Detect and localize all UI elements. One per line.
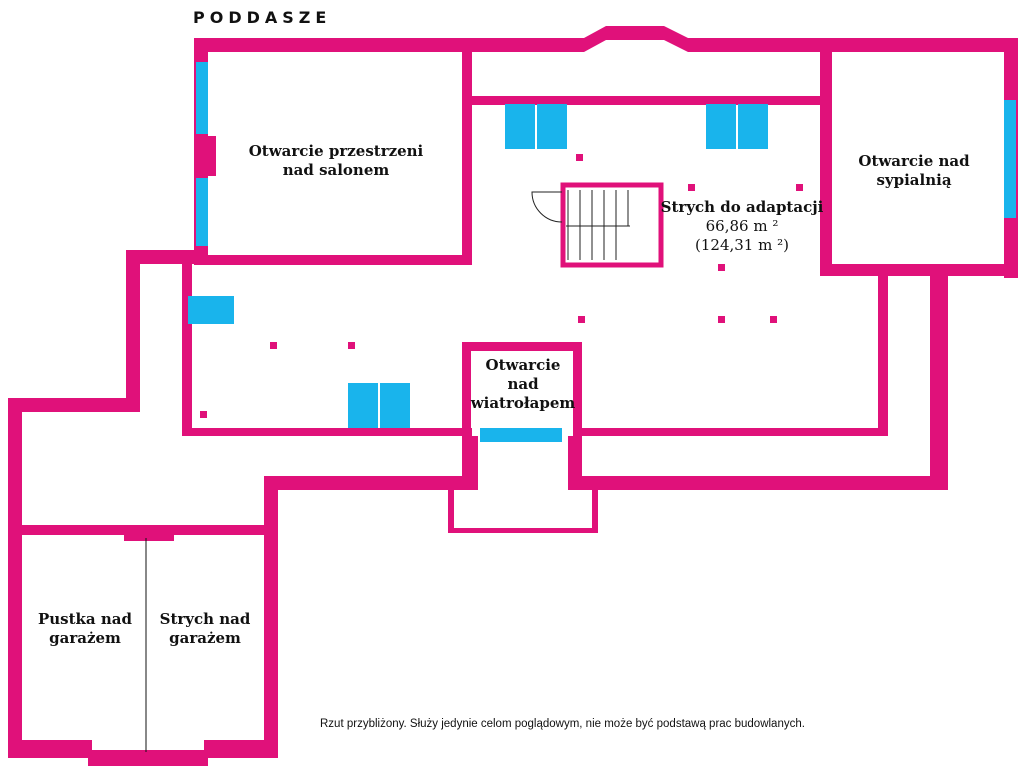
skylight-2b — [738, 104, 768, 149]
wall-attic-bottom-right — [582, 428, 888, 436]
window-west-lower — [196, 178, 208, 246]
wall-attic-top — [462, 96, 830, 105]
wall-salon-bottom — [194, 255, 472, 265]
post — [718, 264, 725, 271]
skylight-4a — [348, 383, 378, 428]
skylight-4b — [380, 383, 410, 428]
wall-porch-bottom — [448, 528, 598, 533]
window-east — [1004, 100, 1016, 218]
wall-garage-lintel — [124, 533, 174, 541]
post — [578, 316, 585, 323]
skylight-1a — [505, 104, 535, 149]
wall-vestibule-left — [462, 342, 471, 436]
floor-title: PODDASZE — [193, 8, 332, 27]
wall-garage-bottom-left — [8, 740, 92, 758]
post — [796, 184, 803, 191]
wall-top-right — [688, 38, 1016, 52]
vestibule-opening-label: Otwarcie nad wiatrołapem — [460, 356, 586, 414]
wall-bedroom-left — [820, 38, 832, 270]
wall-bedroom-bottom — [820, 264, 1018, 276]
stair-well — [560, 182, 664, 268]
wall-step-left — [126, 250, 140, 410]
disclaimer: Rzut przybliżony. Służy jedynie celom po… — [320, 718, 805, 730]
wall-bottom-right — [568, 476, 948, 490]
post — [348, 342, 355, 349]
wall-attic-left — [182, 250, 192, 436]
wall-step-mid — [8, 398, 140, 412]
wall-right-lower — [930, 264, 948, 490]
window-vestibule — [480, 428, 562, 442]
garage-attic-label: Strych nad garażem — [159, 610, 251, 648]
wall-attic-right — [878, 264, 888, 436]
post — [688, 184, 695, 191]
attic-label: Strych do adaptacji 66,86 m ² (124,31 m … — [660, 198, 824, 256]
wall-vestibule-right — [573, 342, 582, 436]
wall-pier — [194, 136, 216, 176]
post — [200, 411, 207, 418]
attic-area: 66,86 m ² — [705, 217, 779, 236]
attic-area-total: (124,31 m ²) — [695, 236, 789, 255]
salon-opening-label: Otwarcie przestrzeni nad salonem — [248, 142, 424, 180]
wall-garage-door — [88, 750, 208, 766]
wall-garage-bottom-right — [204, 740, 278, 758]
post — [770, 316, 777, 323]
wall-porch-left — [448, 482, 454, 532]
vestibule-line-2: nad — [507, 375, 539, 394]
wall-salon-right — [462, 38, 472, 263]
post — [718, 316, 725, 323]
vestibule-line-1: Otwarcie — [485, 356, 561, 374]
wall-garage-right — [264, 476, 278, 758]
windows — [188, 62, 1016, 442]
window-west-upper — [196, 62, 208, 134]
wall-vestibule-right-lower — [568, 436, 582, 490]
post — [270, 342, 277, 349]
skylight-1b — [537, 104, 567, 149]
attic-name: Strych do adaptacji — [660, 198, 824, 216]
garage-void-label: Pustka nad garażem — [37, 610, 132, 648]
wall-far-left — [8, 398, 22, 758]
wall-top-left — [194, 38, 584, 52]
post — [576, 154, 583, 161]
skylight-3 — [188, 296, 234, 324]
wall-attic-bottom-left — [182, 428, 472, 436]
staircase — [531, 182, 664, 268]
bedroom-opening-label: Otwarcie nad sypialnią — [858, 152, 970, 190]
posts — [200, 154, 803, 418]
wall-bottom-middle — [264, 476, 476, 490]
skylight-2a — [706, 104, 736, 149]
wall-top-bay — [584, 26, 688, 52]
vestibule-line-3: wiatrołapem — [470, 394, 576, 413]
wall-garage-top — [8, 525, 278, 535]
door-swing — [531, 191, 563, 223]
wall-porch-right — [592, 482, 598, 532]
wall-vestibule-top — [462, 342, 582, 351]
